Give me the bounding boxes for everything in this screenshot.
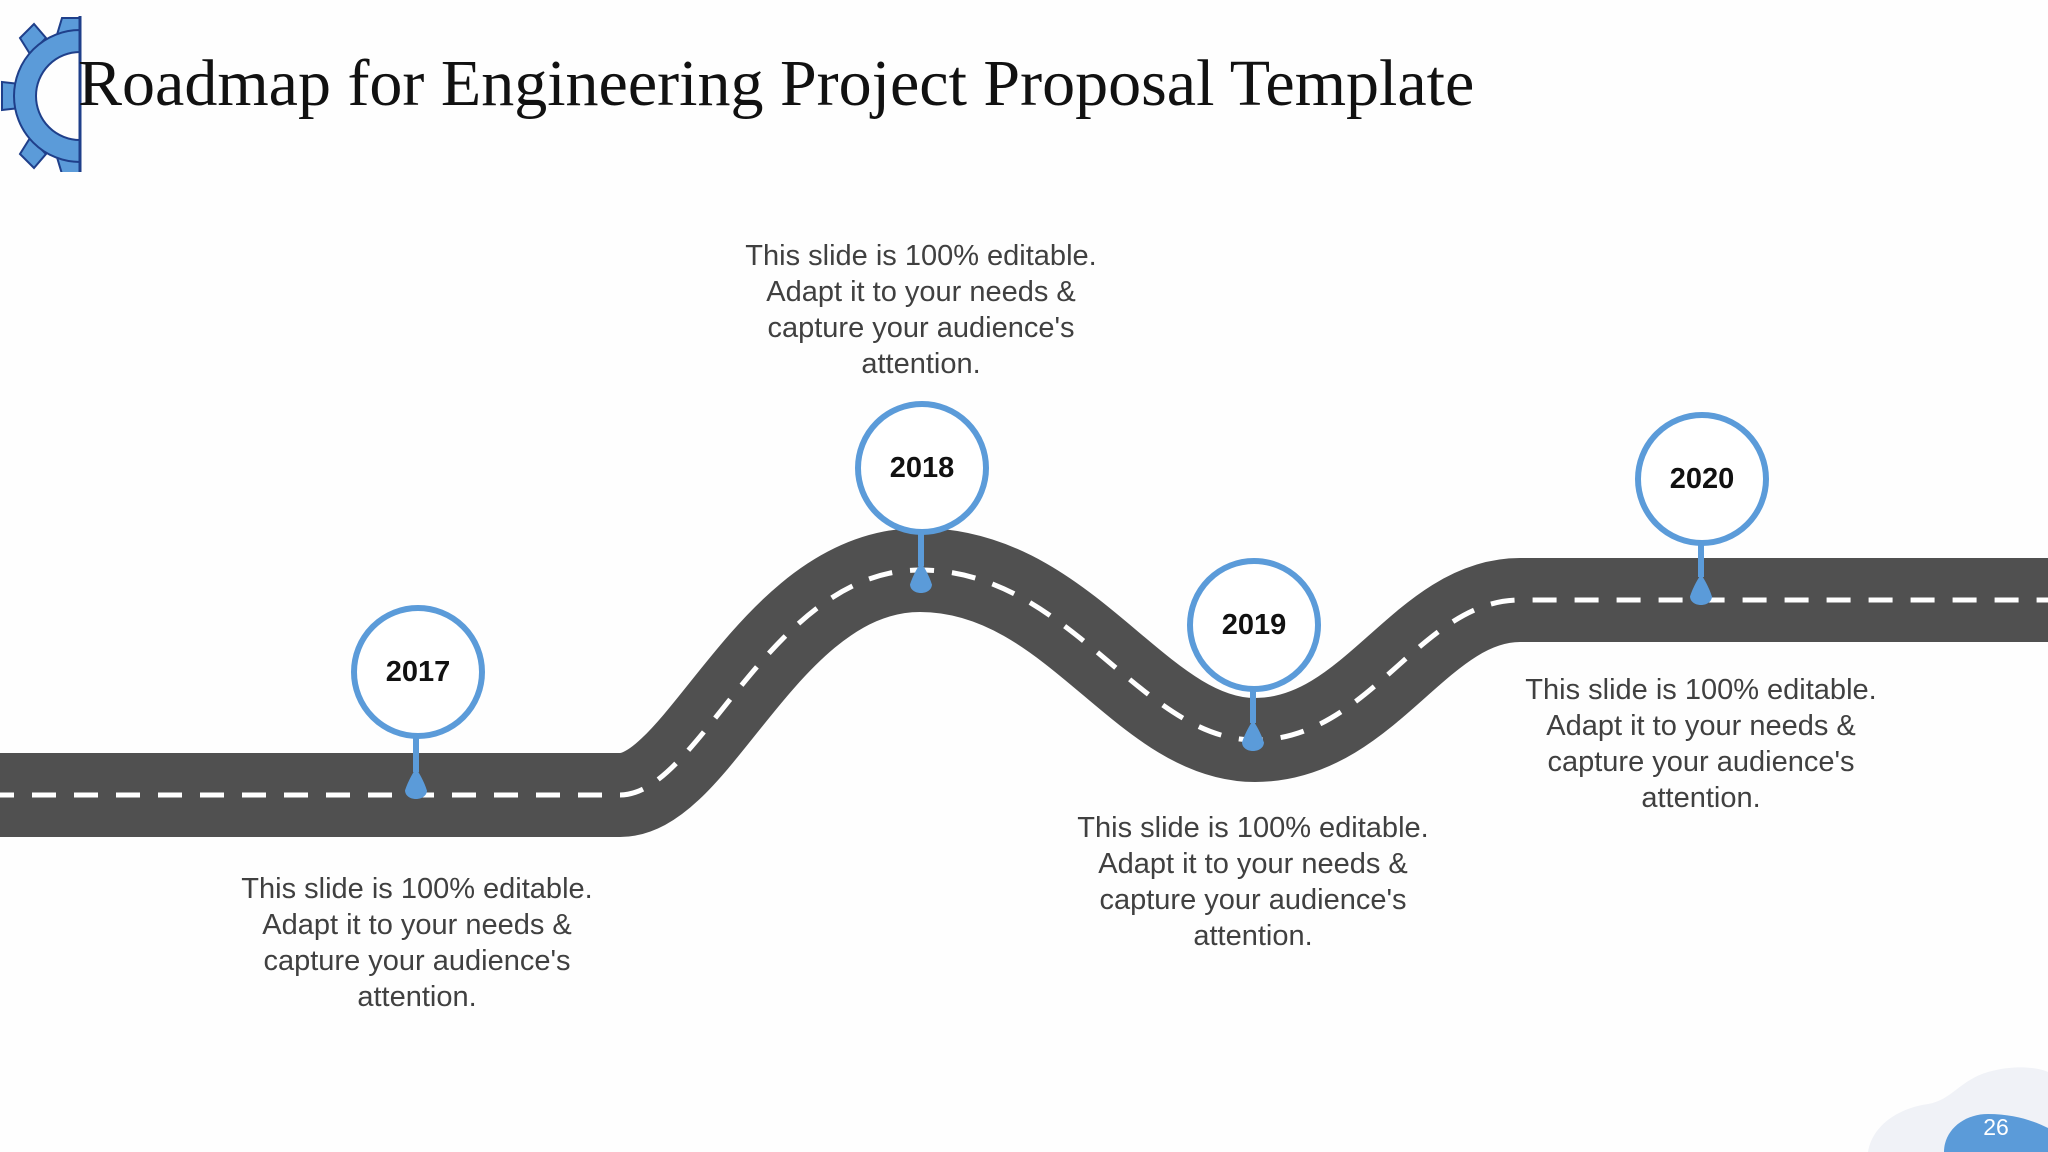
milestone-description-2020: This slide is 100% editable. Adapt it to… [1511, 672, 1891, 816]
milestone-description-2017: This slide is 100% editable. Adapt it to… [227, 871, 607, 1015]
page-number: 26 [1944, 1112, 2048, 1152]
milestone-year: 2020 [1670, 463, 1735, 496]
milestone-description-2018: This slide is 100% editable. Adapt it to… [731, 238, 1111, 382]
milestone-year: 2017 [386, 656, 451, 689]
milestone-description-2019: This slide is 100% editable. Adapt it to… [1063, 810, 1443, 954]
milestone-marker-2017: 2017 [351, 605, 485, 739]
milestone-year: 2019 [1222, 609, 1287, 642]
milestone-marker-2018: 2018 [855, 401, 989, 535]
milestone-marker-2020: 2020 [1635, 412, 1769, 546]
milestone-marker-2019: 2019 [1187, 558, 1321, 692]
milestone-year: 2018 [890, 452, 955, 485]
